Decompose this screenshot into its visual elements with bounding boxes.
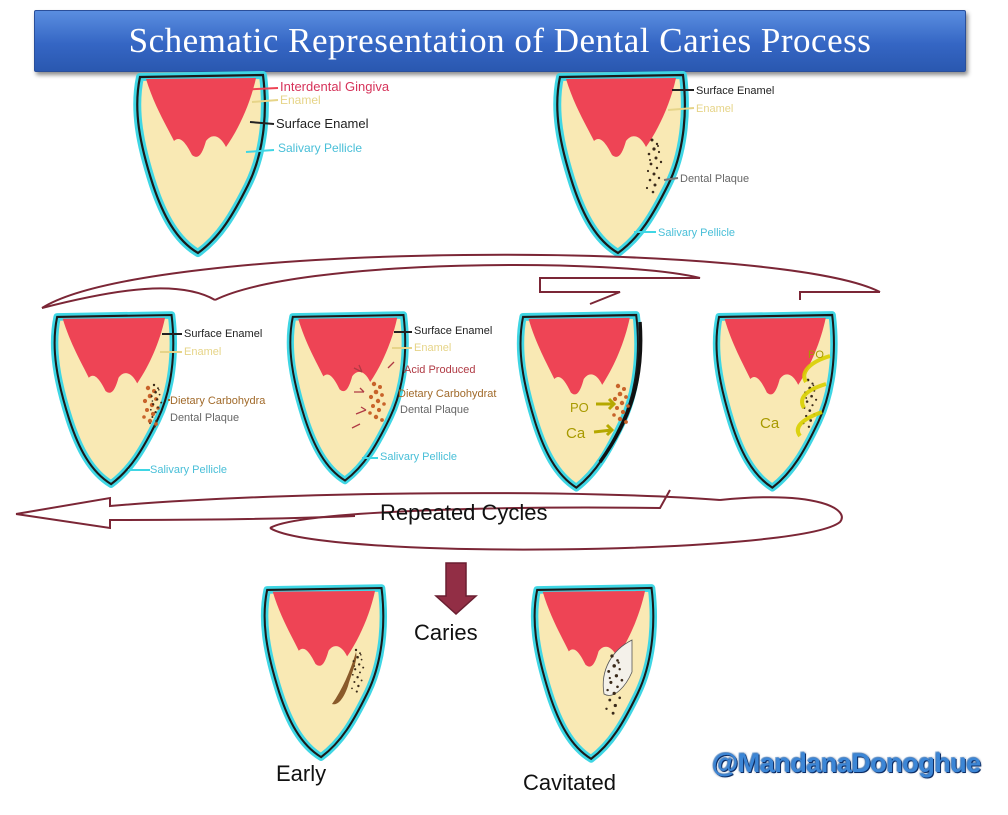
healthy-leaders xyxy=(235,87,279,153)
label-dental-plaque-2: Dental Plaque xyxy=(170,412,239,424)
label-salivary-pellicle-4: Salivary Pellicle xyxy=(380,451,457,463)
label-enamel-3: Enamel xyxy=(184,346,221,358)
tooth-remineralization xyxy=(716,315,833,488)
label-dietary-carbohydrate-1: Dietary Carbohydra xyxy=(170,395,266,407)
label-surface-enamel-4: Surface Enamel xyxy=(414,325,492,337)
label-phosphate-2: PO xyxy=(808,349,824,361)
early-lesion xyxy=(332,652,357,705)
cycle-arrow-upper xyxy=(41,253,881,309)
author-watermark: @MandanaDonoghue xyxy=(712,748,981,778)
label-salivary-pellicle-2: Salivary Pellicle xyxy=(658,227,735,239)
label-dental-plaque-1: Dental Plaque xyxy=(680,173,749,185)
label-interdental-gingiva: Interdental Gingiva xyxy=(280,79,390,94)
label-surface-enamel-2: Surface Enamel xyxy=(696,85,774,97)
acid-leaders xyxy=(362,331,412,459)
tooth-cavitated-caries xyxy=(535,588,654,759)
outcome-early-label: Early xyxy=(276,761,326,786)
dissolved-surface xyxy=(598,321,643,464)
mineral-gain-arrows xyxy=(795,354,831,438)
outcome-cavitated-label: Cavitated xyxy=(523,770,616,795)
caries-down-arrow xyxy=(434,562,478,616)
acid-arrows xyxy=(351,361,395,429)
label-dietary-carbohydrate-2: Dietary Carbohydrat xyxy=(398,388,496,400)
tooth-healthy xyxy=(137,75,265,253)
caries-label: Caries xyxy=(414,620,478,645)
label-calcium-2: Ca xyxy=(760,415,780,432)
repeated-cycles-label: Repeated Cycles xyxy=(380,500,548,525)
cycle-arrow-lower xyxy=(15,489,843,551)
label-surface-enamel-3: Surface Enamel xyxy=(184,328,262,340)
page-title: Schematic Representation of Dental Carie… xyxy=(128,21,872,60)
mineral-loss-arrows xyxy=(593,397,617,437)
label-salivary-pellicle-3: Salivary Pellicle xyxy=(150,464,227,476)
label-enamel-2: Enamel xyxy=(696,103,733,115)
tooth-early-caries xyxy=(265,588,384,757)
label-salivary-pellicle-1: Salivary Pellicle xyxy=(278,141,362,155)
plaque-leaders xyxy=(634,89,695,233)
label-phosphate-1: PO xyxy=(570,400,589,415)
label-acid-produced: Acid Produced xyxy=(404,364,476,376)
label-calcium-1: Ca xyxy=(566,425,586,442)
diet-leaders xyxy=(128,333,182,471)
label-surface-enamel-1: Surface Enamel xyxy=(276,116,369,131)
label-enamel-4: Enamel xyxy=(414,342,451,354)
label-enamel-1: Enamel xyxy=(280,93,321,107)
title-banner: Schematic Representation of Dental Carie… xyxy=(34,10,966,72)
label-dental-plaque-3: Dental Plaque xyxy=(400,404,469,416)
